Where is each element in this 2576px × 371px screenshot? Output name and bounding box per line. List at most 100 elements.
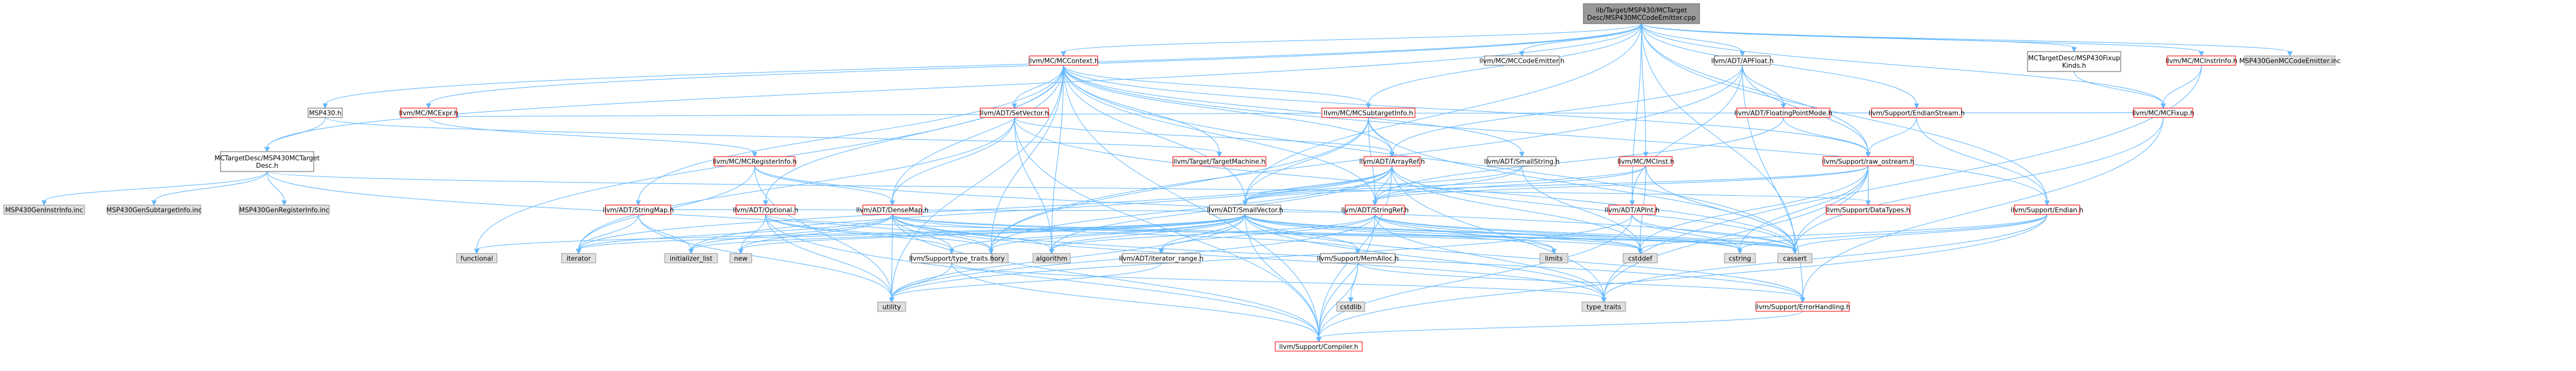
node-label: llvm/Support/ErrorHandling.h bbox=[1755, 304, 1850, 311]
edge-root-to-mctargetdesc bbox=[264, 23, 1642, 153]
edge-endianstream-to-endian bbox=[1916, 117, 2050, 206]
node-type_traits_llvm[interactable]: llvm/Support/type_traits.h bbox=[909, 253, 994, 263]
node-label: llvm/ADT/iterator_range.h bbox=[1119, 255, 1204, 263]
node-label: llvm/Support/EndianStream.h bbox=[1868, 110, 1965, 117]
node-stringref[interactable]: llvm/ADT/StringRef.h bbox=[1341, 204, 1409, 215]
node-label: iterator bbox=[567, 255, 591, 263]
node-label: llvm/ADT/FloatingPointMode.h bbox=[1734, 110, 1832, 117]
edges-layer bbox=[41, 23, 2293, 343]
edge-optional-to-new bbox=[738, 214, 766, 255]
edge-errorhandling-to-compiler bbox=[1316, 311, 1803, 343]
node-label: llvm/ADT/ArrayRef.h bbox=[1359, 158, 1425, 166]
edge-smallvector-to-type_traits_llvm bbox=[949, 214, 1245, 255]
node-smallvector[interactable]: llvm/ADT/SmallVector.h bbox=[1207, 204, 1283, 215]
edge-stringmap-to-initializer_list bbox=[638, 214, 694, 255]
node-root[interactable]: lib/Target/MSP430/MCTargetDesc/MSP430MCC… bbox=[1583, 3, 1700, 24]
edge-root-to-mcinstrinfo bbox=[1641, 23, 2205, 57]
node-datatypes[interactable]: llvm/Support/DataTypes.h bbox=[1826, 204, 1911, 215]
node-apfloat[interactable]: llvm/ADT/APFloat.h bbox=[1711, 55, 1773, 66]
edge-mccontext-to-optional bbox=[763, 65, 1064, 206]
edge-smallvector-to-new bbox=[738, 214, 1245, 255]
node-label: MCTargetDesc/MSP430MCTarget bbox=[214, 155, 319, 162]
node-label: llvm/ADT/SmallString.h bbox=[1484, 158, 1560, 166]
node-label: MCTargetDesc/MSP430Fixup bbox=[2028, 55, 2120, 62]
node-msp430h[interactable]: MSP430.h bbox=[307, 108, 343, 118]
node-label: cstring bbox=[1729, 255, 1751, 263]
node-iterator_range[interactable]: llvm/ADT/iterator_range.h bbox=[1119, 253, 1204, 263]
node-mccontext[interactable]: llvm/MC/MCContext.h bbox=[1028, 55, 1099, 66]
edge-apfloat-to-apint bbox=[1629, 65, 1743, 206]
node-endian[interactable]: llvm/Support/Endian.h bbox=[2011, 204, 2083, 215]
node-functional: functional bbox=[456, 253, 498, 263]
node-label: llvm/Support/Compiler.h bbox=[1279, 344, 1358, 351]
edge-endian-to-cstring bbox=[1737, 214, 2047, 255]
node-endianstream[interactable]: llvm/Support/EndianStream.h bbox=[1868, 108, 1965, 118]
edge-setvector-to-cassert bbox=[1014, 117, 1798, 255]
edge-mccontext-to-setvector bbox=[1011, 65, 1064, 109]
node-label: llvm/MC/MCInstrInfo.h bbox=[2165, 58, 2237, 65]
node-targetmachine[interactable]: llvm/Target/TargetMachine.h bbox=[1172, 156, 1267, 167]
node-mccodeemitter[interactable]: llvm/MC/MCCodeEmitter.h bbox=[1480, 55, 1565, 66]
edge-endianstream-to-raw_ostream bbox=[1865, 117, 1917, 158]
edge-mcinstrinfo-to-type_traits bbox=[1601, 65, 2202, 303]
node-initializer_list: initializer_list bbox=[664, 253, 718, 263]
edge-mctargetdesc-to-gensubtargetinfo bbox=[151, 171, 268, 206]
node-label: llvm/ADT/APInt.h bbox=[1604, 207, 1659, 214]
edge-type_traits_llvm-to-utility bbox=[889, 262, 952, 303]
edge-root-to-mcinst bbox=[1641, 23, 1649, 158]
node-label: llvm/Target/TargetMachine.h bbox=[1173, 158, 1265, 166]
node-label: llvm/ADT/SetVector.h bbox=[980, 110, 1049, 117]
edge-apfloat-to-floatingpointmode bbox=[1742, 65, 1786, 109]
node-raw_ostream[interactable]: llvm/Support/raw_ostream.h bbox=[1822, 156, 1914, 167]
edge-apfloat-to-errorhandling bbox=[1742, 65, 1806, 303]
edge-root-to-apint bbox=[1629, 23, 1642, 206]
node-mcinstrinfo[interactable]: llvm/MC/MCInstrInfo.h bbox=[2165, 55, 2237, 66]
edge-smallvector-to-iterator bbox=[576, 214, 1245, 255]
node-errorhandling[interactable]: llvm/Support/ErrorHandling.h bbox=[1755, 301, 1850, 312]
node-smallstring[interactable]: llvm/ADT/SmallString.h bbox=[1484, 156, 1560, 167]
node-label: MSP430GenSubtargetInfo.inc bbox=[106, 207, 202, 214]
node-mcfixup[interactable]: llvm/MC/MCFixup.h bbox=[2132, 108, 2195, 118]
node-label: llvm/MC/MCFixup.h bbox=[2132, 110, 2195, 117]
node-mcinst[interactable]: llvm/MC/MCInst.h bbox=[1618, 156, 1674, 167]
node-label: llvm/MC/MCExpr.h bbox=[399, 110, 458, 117]
node-label: MSP430.h bbox=[309, 110, 341, 117]
node-arrayref[interactable]: llvm/ADT/ArrayRef.h bbox=[1359, 156, 1425, 167]
node-label: llvm/Support/raw_ostream.h bbox=[1822, 158, 1914, 166]
node-optional[interactable]: llvm/ADT/Optional.h bbox=[733, 204, 798, 215]
edge-mcexpr-to-mcregisterinfo bbox=[428, 117, 758, 158]
edge-iterator_range-to-utility bbox=[889, 262, 1162, 303]
node-compiler[interactable]: llvm/Support/Compiler.h bbox=[1275, 341, 1363, 352]
node-floatingpointmode[interactable]: llvm/ADT/FloatingPointMode.h bbox=[1734, 108, 1832, 118]
node-label: limits bbox=[1545, 255, 1563, 263]
node-gensubtargetinfo: MSP430GenSubtargetInfo.inc bbox=[106, 204, 202, 215]
edge-msp430h-to-mctargetdesc bbox=[264, 117, 325, 153]
node-new: new bbox=[729, 253, 752, 263]
node-label: Desc.h bbox=[256, 162, 278, 170]
node-algorithm: algorithm bbox=[1032, 253, 1071, 263]
node-setvector[interactable]: llvm/ADT/SetVector.h bbox=[980, 108, 1049, 118]
edge-endian-to-compiler bbox=[1316, 214, 2047, 343]
edge-root-to-raw_ostream bbox=[1641, 23, 1871, 158]
node-mcexpr[interactable]: llvm/MC/MCExpr.h bbox=[399, 108, 458, 118]
edge-apfloat-to-arrayref bbox=[1389, 65, 1743, 158]
edge-raw_ostream-to-stringref bbox=[1372, 165, 1868, 206]
node-label: llvm/Support/type_traits.h bbox=[909, 255, 994, 263]
node-memalloc[interactable]: llvm/Support/MemAlloc.h bbox=[1317, 253, 1399, 263]
node-densemap[interactable]: llvm/ADT/DenseMap.h bbox=[856, 204, 929, 215]
node-stringmap[interactable]: llvm/ADT/StringMap.h bbox=[603, 204, 674, 215]
edge-stringref-to-type_traits bbox=[1375, 214, 1607, 303]
node-mcsubtargetinfo[interactable]: llvm/MC/MCSubtargetInfo.h bbox=[1321, 108, 1416, 118]
edge-mcregisterinfo-to-densemap bbox=[754, 165, 895, 206]
node-label: cstddef bbox=[1628, 255, 1652, 263]
node-label: llvm/ADT/DenseMap.h bbox=[856, 207, 928, 214]
edge-smallvector-to-cassert bbox=[1245, 214, 1798, 255]
node-cstddef: cstddef bbox=[1623, 253, 1658, 263]
node-mcregisterinfo[interactable]: llvm/MC/MCRegisterInfo.h bbox=[712, 156, 797, 167]
node-label: initializer_list bbox=[670, 255, 712, 263]
node-apint[interactable]: llvm/ADT/APInt.h bbox=[1604, 204, 1660, 215]
edge-mccontext-to-smallstring bbox=[1063, 65, 1525, 158]
